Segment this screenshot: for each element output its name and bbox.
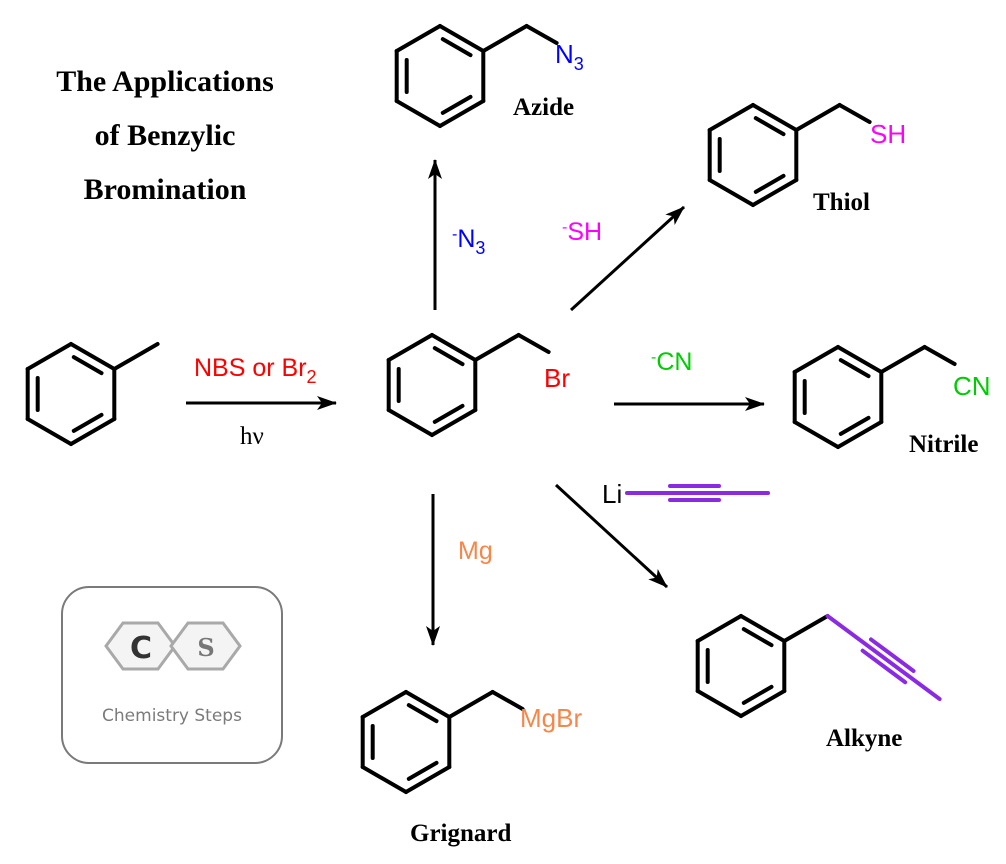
ring-bond [386,333,434,362]
title-line-3: Bromination [83,173,247,206]
title-line-1: The Applications [56,65,274,98]
ring-bond [695,689,743,718]
ch2-bond [879,345,927,374]
ring-bond [739,689,787,718]
benzyl-thiol-structure [707,103,872,207]
ring-bond [707,178,755,207]
ring-bond [69,342,117,371]
ring-double-bond [741,627,774,648]
thiol-reagent: -SH [562,218,602,246]
benzyl-alkyne-structure [695,614,942,718]
ring-bond [25,342,73,371]
benzyl-azide-structure [394,24,559,128]
ring-bond [386,408,434,437]
ring-bond [360,690,408,719]
ring-bond [695,614,743,643]
ring-double-bond [440,94,473,115]
ring-double-bond [71,412,104,433]
substituent-bond [524,24,559,45]
ring-double-bond [406,703,439,724]
ring-bond [836,420,884,449]
ring-bond [739,614,787,643]
ring-bond [836,345,884,374]
methyl-bond [112,342,160,371]
logo-text: Chemistry Steps [102,706,242,726]
ring-double-bond [71,355,104,376]
ring-bond [360,765,408,794]
ch2-bond [447,690,495,719]
thiol-product-name: Thiol [813,189,870,216]
ring-bond [751,103,799,132]
alkyne-arrow [554,483,669,589]
azide-product-name: Azide [513,94,574,121]
ring-double-bond [432,403,465,424]
diagram-title: The Applications of Benzylic Bromination [10,55,320,217]
substituent-bond [922,345,957,366]
cs-hexagon-logo-icon: C S [104,621,242,671]
thiol-group-label: SH [870,119,906,149]
bromine-atom-label: Br [544,363,570,393]
lithium-propyne-reagent-structure [625,484,770,502]
logo-letter-c: C [130,631,152,666]
ring-bond [438,99,486,128]
ring-double-bond [440,37,473,58]
ch2-bond [794,103,842,132]
ring-bond [394,99,442,128]
ring-bond [751,178,799,207]
alkyne-triple-bond-line [860,648,908,685]
ring-double-bond [406,760,439,781]
azide-group-label: N3 [555,39,584,74]
substituent-bond [490,690,525,711]
ring-bond [394,24,442,53]
bromination-reagent: NBS or Br2 [194,354,317,387]
ring-bond [792,420,840,449]
ring-bond [25,417,73,446]
benzyl-grignard-structure [360,690,525,794]
alkyne-triple-bond-line [868,637,916,673]
grignard-group-label: MgBr [520,703,582,733]
nitrile-reagent: -CN [651,348,692,376]
nitrile-product-name: Nitrile [909,431,978,458]
thiol-arrow [569,205,686,312]
ring-bond [792,345,840,374]
alkyne-bond [825,614,942,701]
grignard-reagent: Mg [458,537,493,565]
nitrile-group-label: CN [953,371,991,401]
ring-double-bond [432,346,465,367]
ring-bond [404,690,452,719]
substituent-bond [516,333,551,354]
lithium-atom-label: Li [602,479,622,509]
ch2-bond [782,614,830,643]
logo-letter-s: S [197,633,214,662]
ring-bond [430,408,478,437]
alkyne-product-name: Alkyne [826,725,902,752]
azide-reagent: -N3 [452,225,485,258]
ch2-bond [481,24,529,53]
ring-double-bond [838,415,871,436]
title-line-2: of Benzylic [94,119,236,152]
ch2-bond [473,333,521,362]
toluene-structure [25,342,160,446]
substituent-bond [837,103,872,124]
ring-bond [69,417,117,446]
ring-double-bond [838,358,871,379]
ring-double-bond [753,173,786,194]
ring-bond [707,103,755,132]
grignard-product-name: Grignard [410,820,511,847]
benzyl-bromide-structure [386,333,551,437]
chemistry-steps-logo: C S Chemistry Steps [61,586,283,764]
benzyl-nitrile-structure [792,345,957,449]
ring-bond [404,765,452,794]
light-condition: hν [240,423,264,450]
ring-double-bond [753,116,786,137]
ring-bond [438,24,486,53]
ring-double-bond [741,684,774,705]
ring-bond [430,333,478,362]
